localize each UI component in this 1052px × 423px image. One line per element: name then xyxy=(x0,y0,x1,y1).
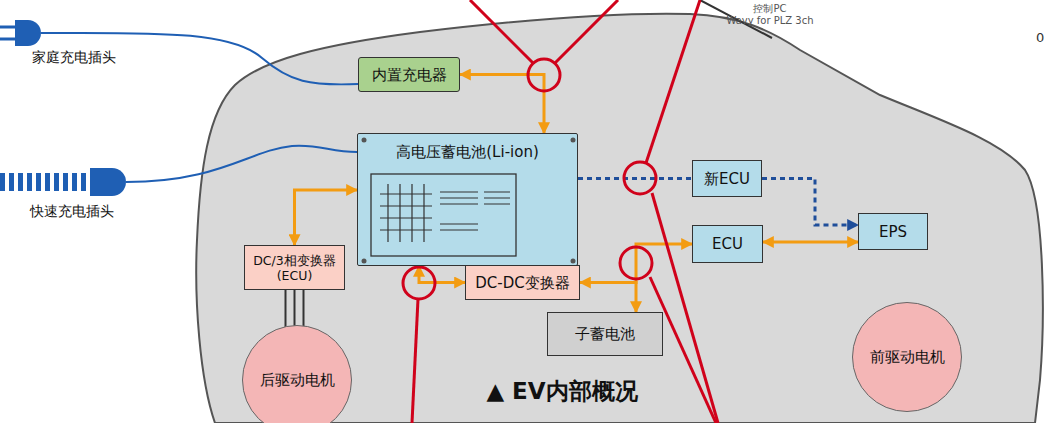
converter-box: DC-DC变换器 xyxy=(465,265,580,300)
fast-cable xyxy=(126,146,357,182)
converter-box: DC/3相变换器 (ECU) xyxy=(244,245,345,290)
red-circle xyxy=(403,267,435,299)
cell-grid xyxy=(380,184,510,242)
screw xyxy=(571,138,576,143)
panel-lines xyxy=(484,192,510,204)
screw xyxy=(571,259,576,264)
charger-box: 内置充电器 xyxy=(358,57,460,92)
power-connector xyxy=(763,241,858,244)
page-number: 0 xyxy=(1036,30,1044,45)
ridge xyxy=(45,173,50,191)
signal-connector xyxy=(762,179,858,226)
wire xyxy=(285,290,287,328)
ridge xyxy=(18,173,23,191)
motor-circle: 后驱动电机 xyxy=(242,325,352,423)
red-circle xyxy=(528,59,560,91)
battery-box: 高电压蓄电池(Li-ion) xyxy=(357,133,578,266)
signal-connector xyxy=(578,177,692,180)
panel-lines xyxy=(440,192,478,230)
fast-plug xyxy=(90,168,126,196)
red-circle xyxy=(620,247,652,279)
ridge xyxy=(81,173,86,191)
inner-panel xyxy=(371,174,516,256)
ecu-box: ECU xyxy=(692,225,763,263)
ecu-box: 新ECU xyxy=(692,160,762,197)
power-connector xyxy=(295,190,358,245)
power-connector xyxy=(580,283,636,313)
wire xyxy=(294,290,296,328)
eps-box: EPS xyxy=(858,213,928,250)
ridge xyxy=(36,173,41,191)
motor-wires xyxy=(286,290,304,328)
grid-lines xyxy=(388,184,424,242)
fast-plug-ridges xyxy=(0,173,86,191)
control-label: Wavy for PLZ 3ch xyxy=(726,15,813,26)
control-label: 控制PC xyxy=(753,2,786,16)
red-leader xyxy=(470,0,533,63)
node-text: 内置充电器 xyxy=(372,66,447,84)
red-circle xyxy=(624,162,656,194)
red-leader xyxy=(412,299,418,423)
node-text: 新ECU xyxy=(704,170,750,188)
grid-lines xyxy=(380,194,432,230)
screw xyxy=(362,259,367,264)
red-leader xyxy=(555,0,618,63)
node-text: 高电压蓄电池(Li-ion) xyxy=(396,143,539,161)
node-text: 子蓄电池 xyxy=(575,325,635,343)
ridge xyxy=(9,173,14,191)
ridge xyxy=(0,173,5,191)
caption: ▲ EV内部概况 xyxy=(482,376,641,407)
motor-circle: 前驱动电机 xyxy=(852,302,962,412)
ridge xyxy=(27,173,32,191)
ridge xyxy=(54,173,59,191)
red-leader xyxy=(646,0,700,163)
screw xyxy=(362,138,367,143)
ridge xyxy=(63,173,68,191)
home-plug xyxy=(15,20,41,46)
node-text: DC-DC变换器 xyxy=(475,274,569,292)
plug-prong xyxy=(0,38,15,41)
node-text: 后驱动电机 xyxy=(260,371,335,389)
node-text: 前驱动电机 xyxy=(870,348,945,366)
node-text: DC/3相变换器 (ECU) xyxy=(249,253,340,283)
node-text: ECU xyxy=(712,235,743,253)
sub-battery-box: 子蓄电池 xyxy=(547,312,663,356)
plug-label: 家庭充电插头 xyxy=(32,49,116,67)
node-text: EPS xyxy=(879,223,907,241)
ridge xyxy=(72,173,77,191)
plug-prong xyxy=(0,26,15,29)
wire xyxy=(303,290,305,328)
plug-label: 快速充电插头 xyxy=(30,203,114,221)
